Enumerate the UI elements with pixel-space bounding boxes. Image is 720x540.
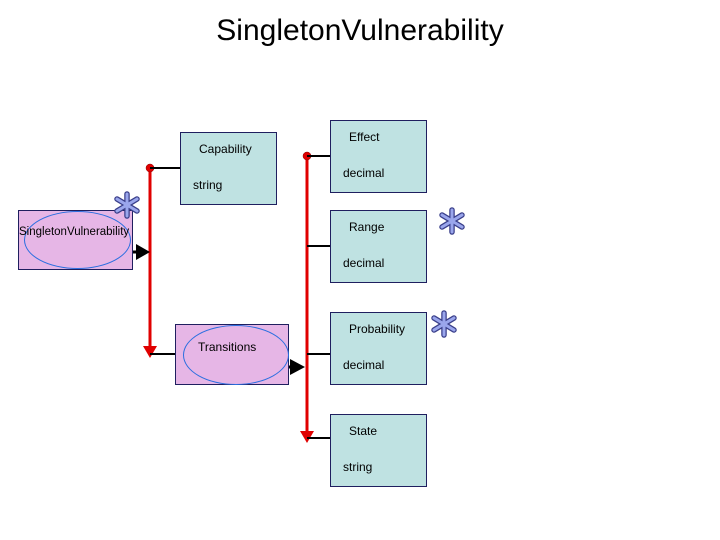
state-name: State: [349, 424, 378, 438]
root-entity-ellipse: [24, 211, 131, 269]
capability-name: Capability: [199, 142, 252, 156]
probability-box[interactable]: [330, 312, 427, 385]
root-entity-label: SingletonVulnerability: [19, 226, 130, 238]
root-arrowhead: [136, 244, 150, 260]
effect-box[interactable]: [330, 120, 427, 193]
range-type: decimal: [343, 256, 385, 270]
probability-type: decimal: [343, 358, 385, 372]
multiplicity-star-icon: [114, 191, 140, 219]
transitions-ellipse: [183, 325, 289, 385]
root-entity-box[interactable]: [18, 210, 133, 270]
diagram-title: SingletonVulnerability: [216, 14, 504, 47]
capability-type: string: [193, 178, 223, 192]
range-box[interactable]: [330, 210, 427, 283]
range-name: Range: [349, 220, 385, 234]
state-box[interactable]: [330, 414, 427, 487]
transitions-name: Transitions: [198, 340, 257, 354]
state-type: string: [343, 460, 373, 474]
transitions-arrowhead: [290, 359, 305, 375]
multiplicity-star-icon: [439, 207, 465, 235]
capability-box[interactable]: [180, 132, 277, 205]
effect-type: decimal: [343, 166, 385, 180]
transitions-box[interactable]: [175, 324, 289, 385]
effect-name: Effect: [349, 130, 380, 144]
probability-name: Probability: [349, 322, 406, 336]
left-bus-arrowhead: [143, 346, 157, 358]
multiplicity-star-icon: [431, 310, 457, 338]
